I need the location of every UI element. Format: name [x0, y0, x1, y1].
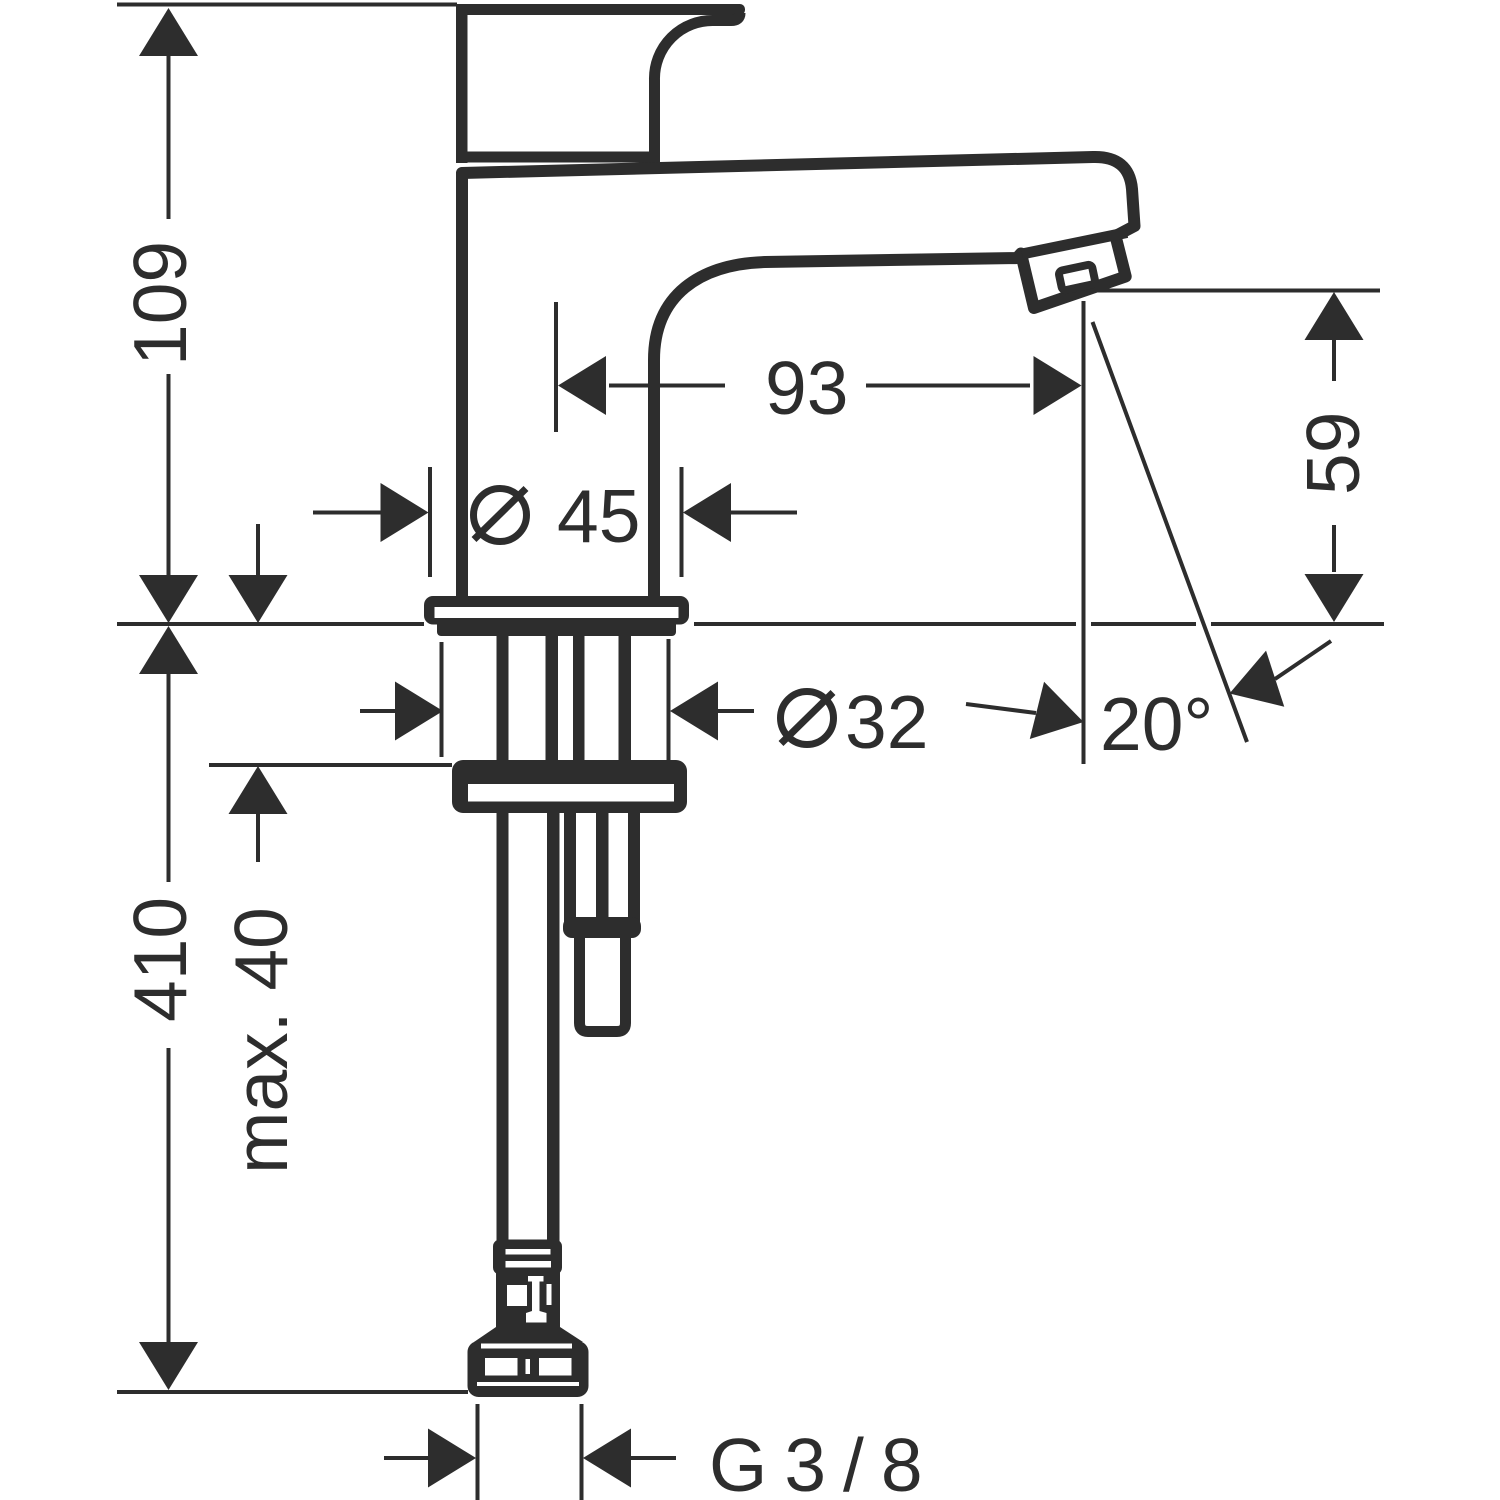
svg-text:45: 45 [557, 474, 640, 558]
svg-text:20°: 20° [1100, 682, 1213, 766]
svg-text:max. 40: max. 40 [219, 907, 303, 1174]
svg-text:32: 32 [845, 680, 928, 764]
svg-text:93: 93 [765, 346, 848, 430]
svg-text:G3/8: G3/8 [709, 1423, 940, 1500]
svg-text:410: 410 [118, 897, 202, 1022]
svg-text:59: 59 [1291, 412, 1375, 495]
svg-text:109: 109 [118, 241, 202, 366]
